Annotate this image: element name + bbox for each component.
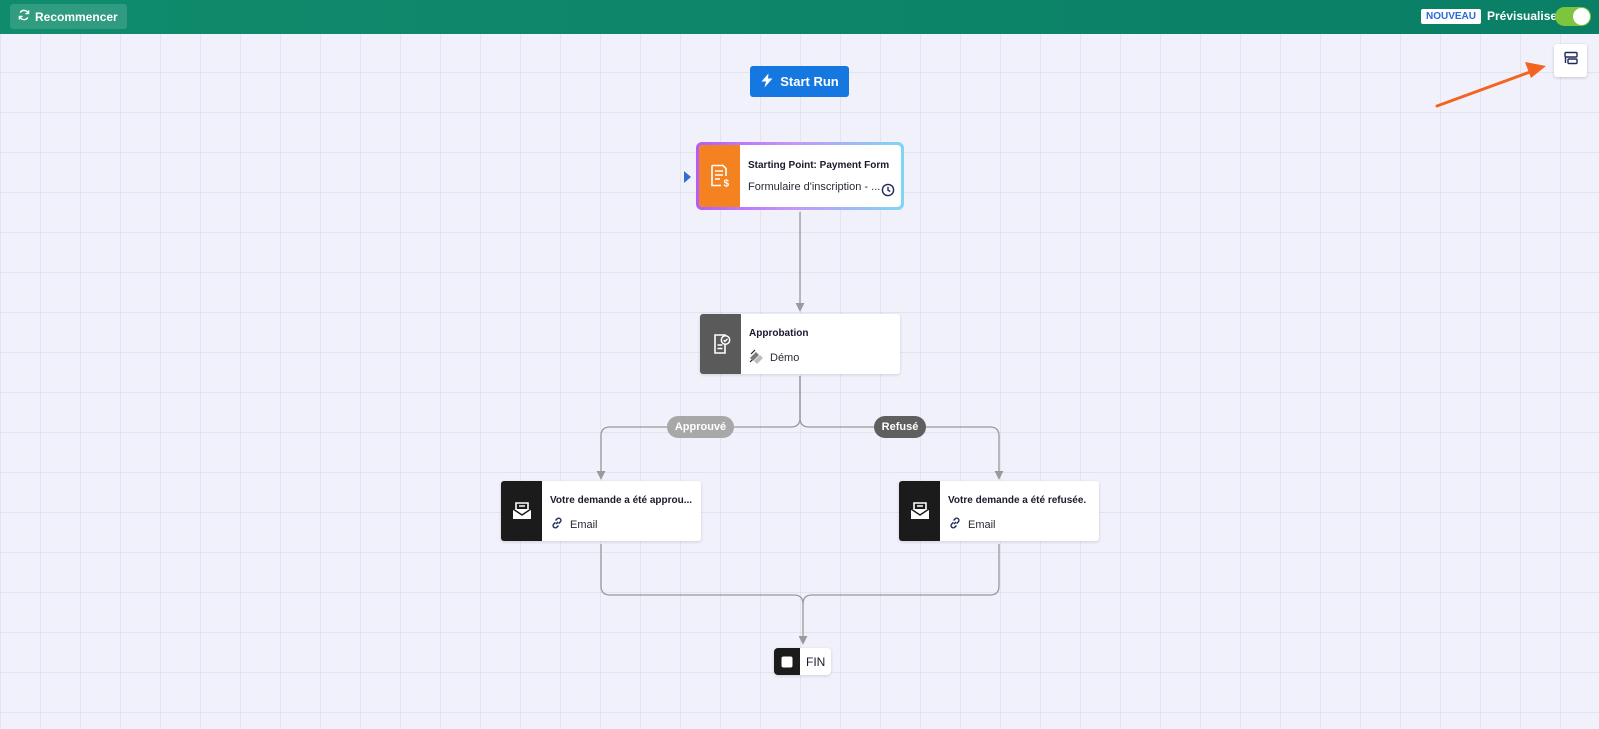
start-run-label: Start Run [780, 74, 839, 89]
toggle-knob [1573, 8, 1590, 25]
start-run-button[interactable]: Start Run [750, 66, 849, 97]
demo-stack-icon [749, 349, 764, 367]
envelope-icon [899, 481, 940, 541]
link-icon [550, 516, 564, 533]
approval-document-icon [700, 314, 741, 374]
link-icon [948, 516, 962, 533]
panel-toggle-button[interactable] [1554, 44, 1587, 77]
end-node[interactable]: FIN [774, 648, 831, 675]
approval-node-title: Approbation [749, 328, 809, 339]
preview-toggle[interactable] [1555, 7, 1591, 26]
end-node-label: FIN [806, 654, 826, 669]
approval-node[interactable]: Approbation Démo [700, 314, 900, 374]
edge-approved-end [600, 544, 808, 645]
start-node[interactable]: $ Starting Point: Payment Form Formulair… [696, 142, 904, 210]
refused-branch-label: Refusé [874, 416, 926, 438]
stop-square-icon [774, 648, 800, 675]
lightning-icon [760, 73, 774, 91]
email-approved-subtitle: Email [570, 518, 598, 531]
annotation-arrow [1435, 62, 1546, 108]
clock-icon[interactable] [881, 183, 895, 202]
email-refused-node[interactable]: Votre demande a été refusée. Email [899, 481, 1099, 541]
play-marker-icon [684, 171, 691, 183]
new-badge: NOUVEAU [1421, 9, 1482, 24]
email-approved-node[interactable]: Votre demande a été approu... Email [501, 481, 701, 541]
restart-label: Recommencer [35, 9, 118, 24]
preview-label: Prévisualiser [1487, 9, 1562, 23]
top-bar: Recommencer NOUVEAU Prévisualiser [0, 0, 1599, 34]
email-refused-subtitle: Email [968, 518, 996, 531]
refresh-icon [18, 9, 30, 24]
svg-text:$: $ [723, 179, 729, 189]
email-refused-title: Votre demande a été refusée. [948, 495, 1087, 506]
edge-refused-end [802, 544, 1000, 605]
approval-node-subtitle: Démo [770, 352, 800, 364]
email-approved-title: Votre demande a été approu... [550, 495, 693, 506]
approved-branch-label: Approuvé [667, 416, 734, 438]
restart-button[interactable]: Recommencer [10, 4, 127, 29]
panel-toggle-icon [1563, 50, 1579, 71]
payment-form-icon: $ [699, 145, 740, 207]
envelope-icon [501, 481, 542, 541]
start-node-subtitle: Formulaire d'inscription - ... [748, 181, 881, 193]
start-node-title: Starting Point: Payment Form [748, 160, 890, 171]
